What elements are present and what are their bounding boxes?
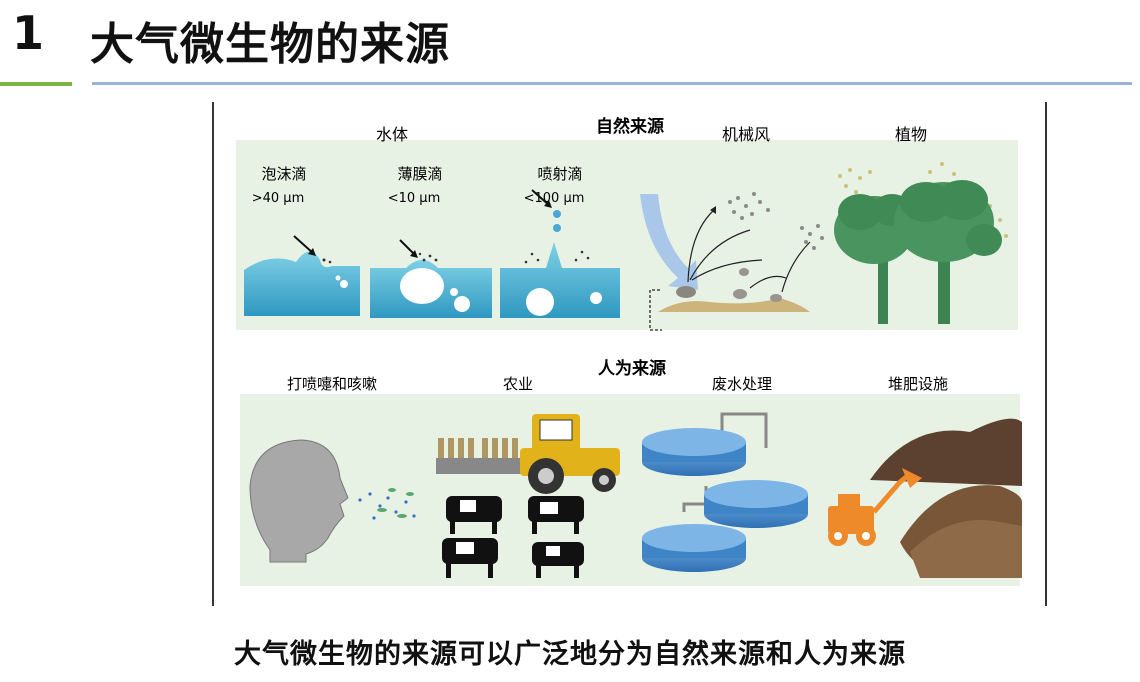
human-source-compost: 堆肥设施 (888, 375, 948, 393)
sneezing-head-illustration (249, 439, 416, 563)
title-accent-rule (0, 82, 72, 86)
human-source-sneeze: 打喷嚏和咳嗽 (287, 375, 377, 393)
plants-label: 植物 (895, 125, 927, 144)
human-source-wastewater: 废水处理 (712, 375, 772, 393)
mechanical-wind-label: 机械风 (722, 125, 770, 144)
human-heading: 人为来源 (598, 358, 666, 379)
foam-drop-water (244, 235, 360, 316)
droplet-name-jet: 喷射滴 (537, 165, 582, 183)
compost-illustration (828, 418, 1022, 578)
film-drop-water (370, 239, 492, 318)
sources-illustration: 自然来源 水体 机械风 植物 泡沫滴 >40 μm 薄膜滴 <10 μm 喷射滴… (212, 102, 1047, 606)
wastewater-tanks-illustration (642, 412, 808, 572)
droplet-size-foam: >40 μm (252, 191, 305, 206)
water-body-label: 水体 (376, 125, 408, 144)
mechanical-wind-illustration (640, 192, 824, 331)
natural-heading: 自然来源 (596, 116, 664, 137)
sources-figure: 自然来源 水体 机械风 植物 泡沫滴 >40 μm 薄膜滴 <10 μm 喷射滴… (210, 102, 1048, 606)
jet-drop-water (500, 189, 620, 318)
plants-illustration (834, 162, 1008, 324)
slide-caption: 大气微生物的来源可以广泛地分为自然来源和人为来源 (234, 639, 906, 670)
slide-number: 1 (12, 6, 45, 60)
droplet-size-film: <10 μm (388, 191, 441, 206)
droplet-name-film: 薄膜滴 (397, 165, 442, 183)
slide-title: 大气微生物的来源 (90, 19, 450, 70)
human-panel (240, 394, 1020, 586)
droplet-size-jet: <100 μm (524, 191, 585, 206)
human-source-agriculture: 农业 (503, 375, 533, 393)
title-underline-rule (92, 82, 1132, 85)
droplet-name-foam: 泡沫滴 (261, 165, 306, 183)
agriculture-illustration (436, 414, 620, 578)
